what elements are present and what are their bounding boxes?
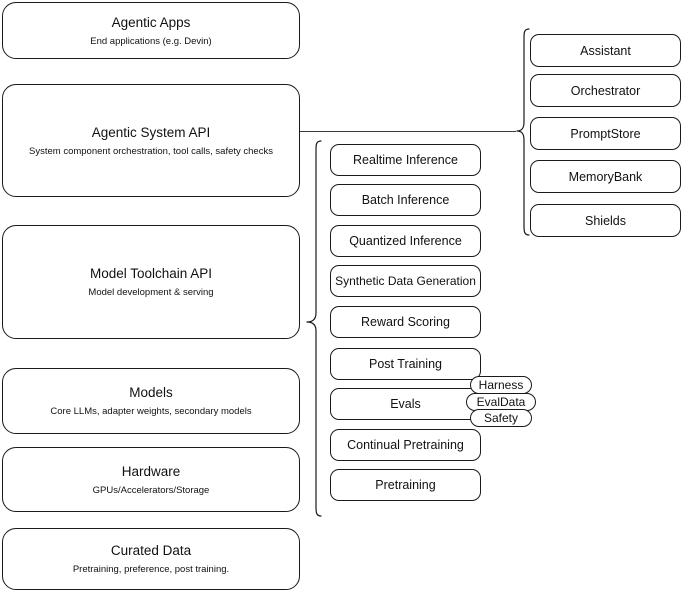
toolchain-component-pretraining[interactable]: Pretraining: [330, 469, 481, 501]
layer-box-model-toolchain-api[interactable]: Model Toolchain API Model development & …: [2, 225, 300, 339]
system-component-shields[interactable]: Shields: [530, 204, 681, 237]
layer-subtitle: Pretraining, preference, post training.: [72, 564, 230, 575]
bracket-toolchain-components: [306, 140, 322, 517]
layer-title: Curated Data: [110, 543, 192, 558]
toolchain-component-evals[interactable]: Evals: [330, 388, 481, 420]
layer-box-curated-data[interactable]: Curated Data Pretraining, preference, po…: [2, 528, 300, 590]
layer-title: Agentic System API: [91, 124, 211, 140]
system-component-memorybank[interactable]: MemoryBank: [530, 160, 681, 193]
layer-box-agentic-system-api[interactable]: Agentic System API System component orch…: [2, 84, 300, 197]
toolchain-component-synthetic-data-generation[interactable]: Synthetic Data Generation: [330, 265, 481, 297]
layer-subtitle: End applications (e.g. Devin): [90, 35, 212, 47]
toolchain-component-batch-inference[interactable]: Batch Inference: [330, 184, 481, 216]
evals-tag-harness[interactable]: Harness: [470, 376, 532, 394]
layer-subtitle: GPUs/Accelerators/Storage: [92, 484, 210, 496]
layer-title: Agentic Apps: [111, 14, 191, 30]
layer-subtitle: Core LLMs, adapter weights, secondary mo…: [50, 406, 252, 417]
system-component-promptstore[interactable]: PromptStore: [530, 117, 681, 150]
layer-box-models[interactable]: Models Core LLMs, adapter weights, secon…: [2, 368, 300, 434]
bracket-system-components: [516, 28, 530, 236]
connector-line-system-api: [300, 131, 516, 133]
toolchain-component-realtime-inference[interactable]: Realtime Inference: [330, 144, 481, 176]
layer-subtitle: Model development & serving: [88, 287, 214, 298]
evals-tag-safety[interactable]: Safety: [470, 409, 532, 427]
system-component-orchestrator[interactable]: Orchestrator: [530, 74, 681, 107]
layer-title: Hardware: [121, 463, 181, 479]
toolchain-component-reward-scoring[interactable]: Reward Scoring: [330, 306, 481, 338]
toolchain-component-continual-pretraining[interactable]: Continual Pretraining: [330, 429, 481, 461]
toolchain-component-quantized-inference[interactable]: Quantized Inference: [330, 225, 481, 257]
toolchain-component-post-training[interactable]: Post Training: [330, 348, 481, 380]
system-component-assistant[interactable]: Assistant: [530, 34, 681, 67]
layer-box-agentic-apps[interactable]: Agentic Apps End applications (e.g. Devi…: [2, 2, 300, 59]
layer-title: Model Toolchain API: [89, 266, 213, 281]
layer-box-hardware[interactable]: Hardware GPUs/Accelerators/Storage: [2, 447, 300, 512]
layer-title: Models: [129, 385, 173, 400]
layer-subtitle: System component orchestration, tool cal…: [29, 145, 273, 157]
